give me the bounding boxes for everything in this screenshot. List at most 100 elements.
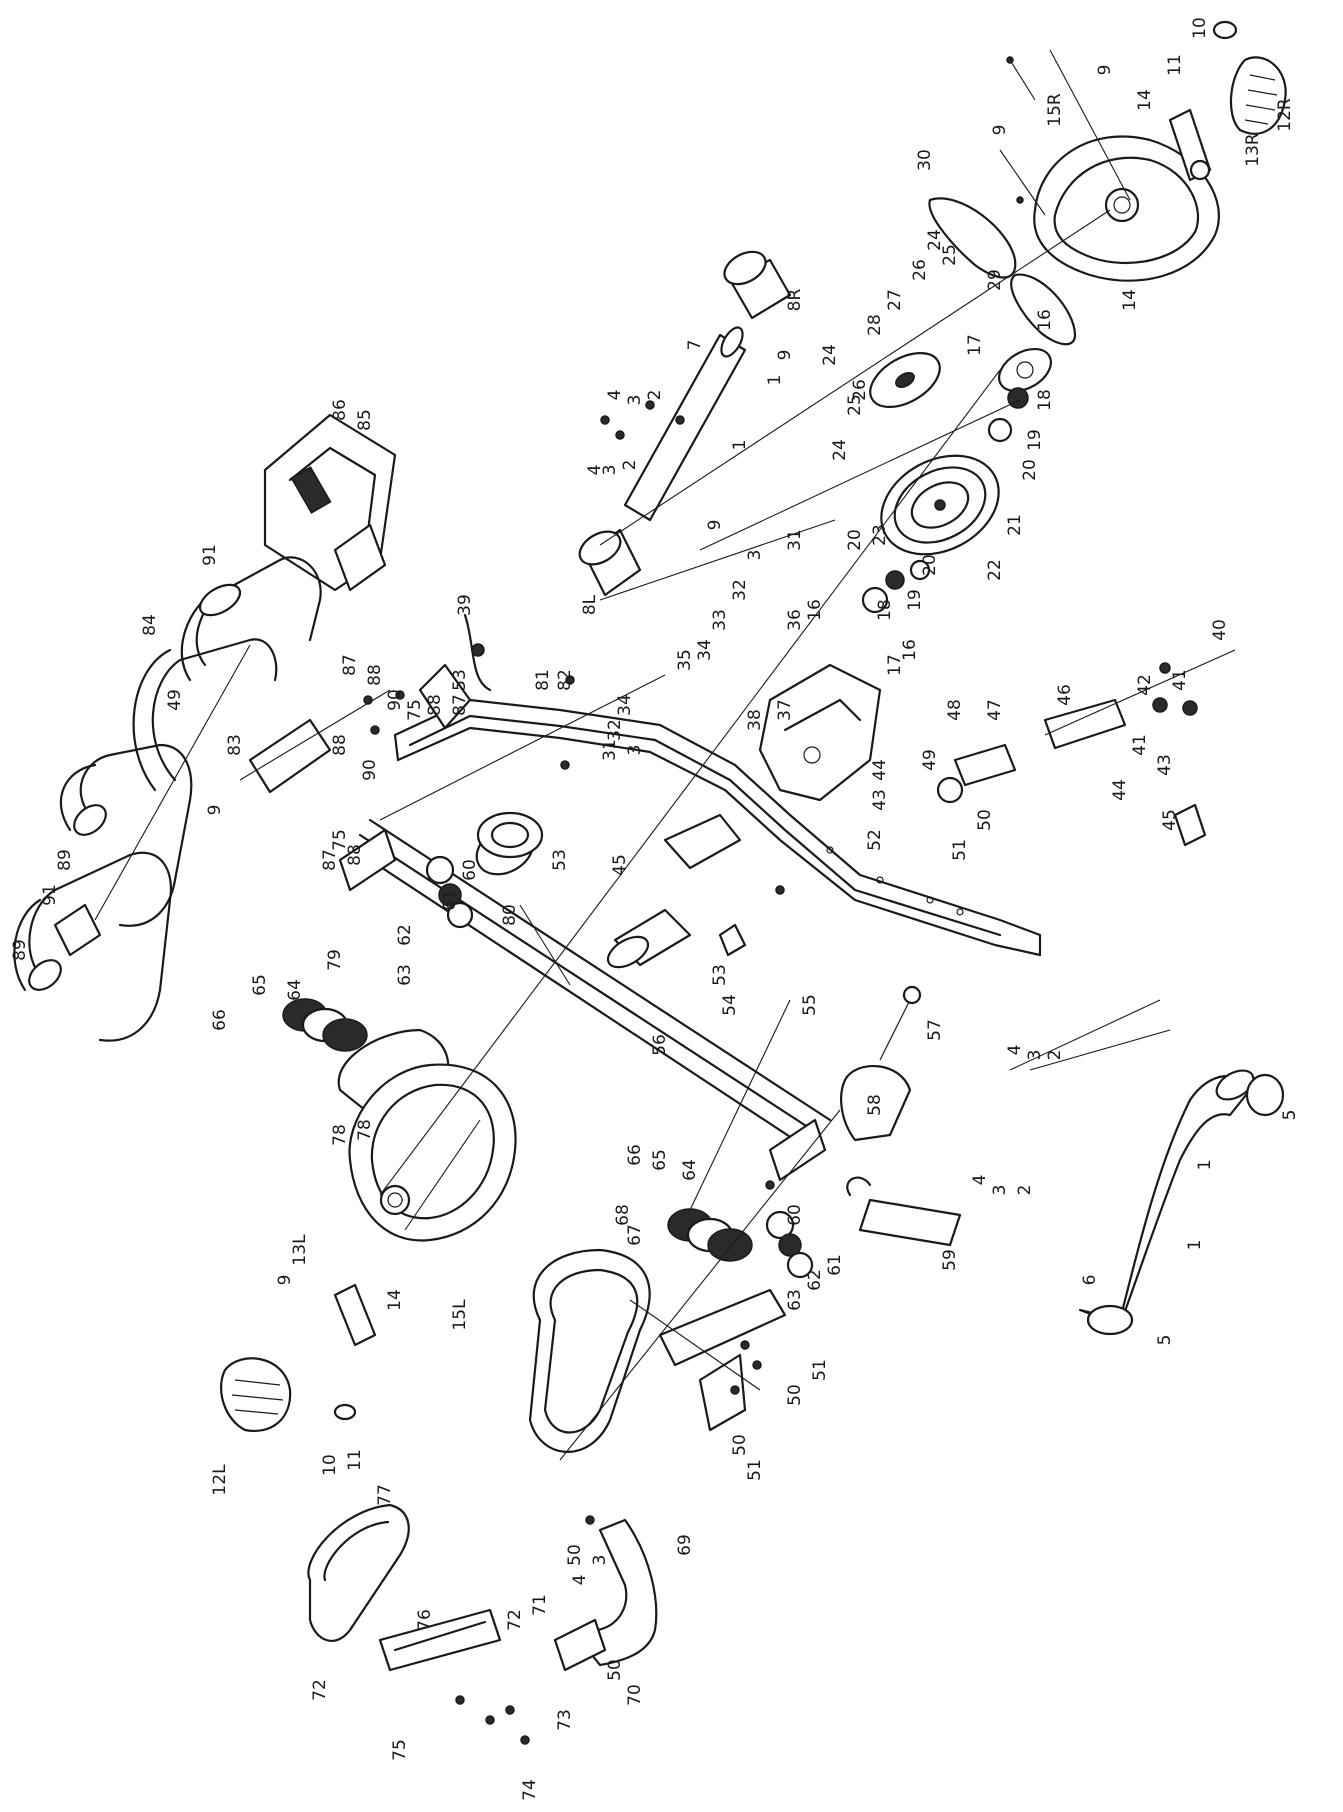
part-label-31a: 31 — [785, 529, 805, 551]
part-label-4a: 4 — [605, 390, 625, 401]
part-label-41b: 41 — [1130, 734, 1150, 756]
part-label-58: 58 — [865, 1094, 885, 1116]
part-label-73: 73 — [555, 1709, 575, 1731]
part-label-3e: 3 — [1025, 1050, 1045, 1061]
part-label-90b: 90 — [360, 759, 380, 781]
part-label-44b: 44 — [1110, 779, 1130, 801]
part-label-89b: 89 — [10, 939, 30, 961]
part-label-4e: 4 — [570, 1575, 590, 1586]
part-label-53c: 53 — [710, 964, 730, 986]
part-label-47: 47 — [985, 699, 1005, 721]
part-label-64b: 64 — [680, 1159, 700, 1181]
part-label-71: 71 — [530, 1594, 550, 1616]
part-label-1c: 1 — [1195, 1160, 1215, 1171]
part-label-7: 7 — [685, 340, 705, 351]
part-label-2b: 2 — [620, 460, 640, 471]
belt-pulley — [869, 351, 941, 409]
part-label-17a: 17 — [965, 334, 985, 356]
part-label-28: 28 — [865, 314, 885, 336]
part-label-90a: 90 — [385, 689, 405, 711]
part-label-11a: 11 — [1165, 54, 1185, 76]
part-label-87c: 87 — [320, 849, 340, 871]
part-label-13L: 13L — [290, 1234, 310, 1266]
part-label-4c: 4 — [1005, 1045, 1025, 1056]
part-label-5a: 5 — [1280, 1110, 1300, 1121]
part-label-64a: 64 — [285, 979, 305, 1001]
part-label-1b: 1 — [730, 440, 750, 451]
part-label-70: 70 — [625, 1684, 645, 1706]
part-label-83: 83 — [225, 734, 245, 756]
part-label-59: 59 — [940, 1249, 960, 1271]
part-label-51a: 51 — [950, 839, 970, 861]
seat-adjust-tube — [936, 649, 1236, 847]
part-label-33: 33 — [710, 609, 730, 631]
part-label-50b: 50 — [785, 1384, 805, 1406]
seat-tube — [663, 813, 747, 957]
part-label-2a: 2 — [645, 390, 665, 401]
part-label-26b: 26 — [850, 379, 870, 401]
part-label-39: 39 — [455, 594, 475, 616]
part-label-84: 84 — [140, 614, 160, 636]
part-label-40: 40 — [1210, 619, 1230, 641]
part-label-3d: 3 — [625, 745, 645, 756]
seat-back-support — [553, 1518, 658, 1672]
part-label-18b: 18 — [875, 599, 895, 621]
part-label-50a: 50 — [975, 809, 995, 831]
part-label-21: 21 — [1005, 514, 1025, 536]
part-label-61a: 61 — [440, 889, 460, 911]
part-label-32b: 32 — [605, 719, 625, 741]
part-label-24a: 24 — [925, 229, 945, 251]
part-label-9f: 9 — [275, 1275, 295, 1286]
part-label-32a: 32 — [730, 579, 750, 601]
part-label-2c: 2 — [1045, 1050, 1065, 1061]
part-label-74: 74 — [520, 1779, 540, 1801]
part-label-78a: 78 — [355, 1119, 375, 1141]
part-label-54: 54 — [720, 994, 740, 1016]
pedal-58 — [840, 985, 922, 1142]
part-label-12L: 12L — [210, 1464, 230, 1496]
strap-handle-59 — [846, 1176, 962, 1247]
part-label-75b: 75 — [330, 829, 350, 851]
part-label-6: 6 — [1080, 1275, 1100, 1286]
part-label-60b: 60 — [785, 1204, 805, 1226]
part-label-56: 56 — [650, 1034, 670, 1056]
part-label-43a: 43 — [870, 789, 890, 811]
part-label-3g: 3 — [590, 1555, 610, 1566]
part-label-88c: 88 — [330, 734, 350, 756]
part-label-29: 29 — [985, 269, 1005, 291]
part-label-52: 52 — [865, 829, 885, 851]
part-label-25a: 25 — [940, 244, 960, 266]
part-label-55: 55 — [800, 994, 820, 1016]
part-label-66a: 66 — [210, 1009, 230, 1031]
part-label-34a: 34 — [695, 639, 715, 661]
part-label-67: 67 — [625, 1224, 645, 1246]
left-shroud — [348, 1063, 517, 1242]
part-label-1d: 1 — [1185, 1240, 1205, 1251]
part-label-24c: 24 — [830, 439, 850, 461]
part-label-16c: 16 — [805, 599, 825, 621]
part-label-48: 48 — [945, 699, 965, 721]
part-label-8L: 8L — [580, 594, 600, 615]
left-crank-pedal — [220, 1283, 377, 1433]
part-label-43b: 43 — [1155, 754, 1175, 776]
part-label-16b: 16 — [900, 639, 920, 661]
part-label-9c: 9 — [775, 350, 795, 361]
part-label-91a: 91 — [200, 544, 220, 566]
tension-knob-80 — [476, 811, 544, 859]
part-label-9b: 9 — [990, 125, 1010, 136]
part-label-42: 42 — [1135, 674, 1155, 696]
weight-stack-upper — [282, 998, 368, 1052]
part-label-20c: 20 — [920, 554, 940, 576]
part-label-88b: 88 — [425, 694, 445, 716]
part-label-9a: 9 — [1095, 65, 1115, 76]
part-label-62b: 62 — [805, 1269, 825, 1291]
part-label-51b: 51 — [810, 1359, 830, 1381]
part-label-30: 30 — [915, 149, 935, 171]
part-label-4d: 4 — [970, 1175, 990, 1186]
part-label-62a: 62 — [395, 924, 415, 946]
part-label-22: 22 — [985, 559, 1005, 581]
front-handlebar — [578, 250, 792, 597]
part-label-27: 27 — [885, 289, 905, 311]
part-label-37: 37 — [775, 699, 795, 721]
